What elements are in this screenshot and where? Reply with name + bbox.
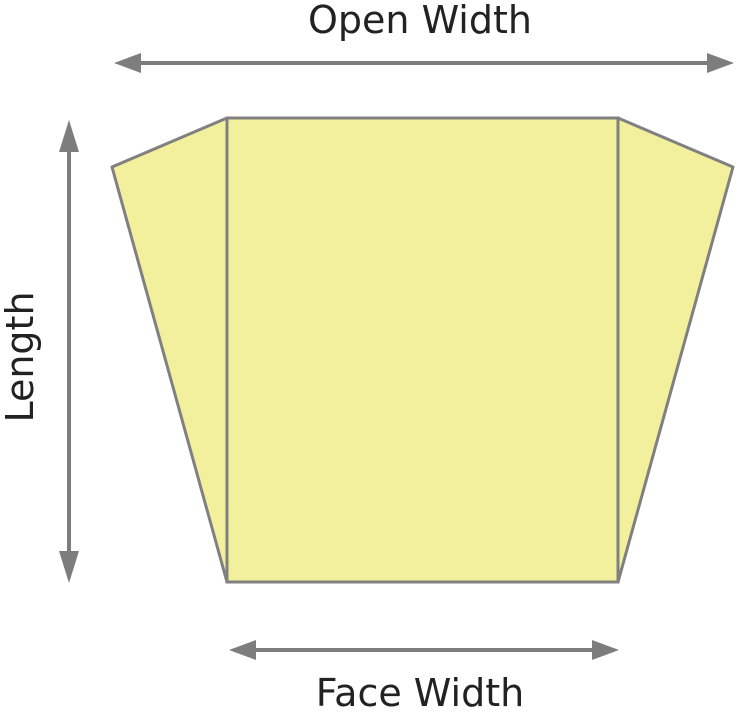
- open-width-arrowhead-left: [114, 53, 141, 73]
- open-width-arrow: [114, 53, 734, 73]
- left-flap-panel: [110, 116, 229, 584]
- length-arrowhead-top: [59, 120, 79, 152]
- length-arrow: [59, 120, 79, 583]
- right-flap-panel: [616, 116, 735, 584]
- face-panel: [225, 116, 620, 584]
- face-width-arrowhead-left: [229, 640, 256, 660]
- face-width-arrow: [229, 640, 619, 660]
- face-width-arrowhead-right: [592, 640, 619, 660]
- open-width-arrowhead-right: [707, 53, 734, 73]
- face-width-label: Face Width: [316, 671, 524, 714]
- open-width-label: Open Width: [308, 0, 532, 42]
- length-arrowhead-bottom: [59, 551, 79, 583]
- length-label: Length: [0, 291, 42, 422]
